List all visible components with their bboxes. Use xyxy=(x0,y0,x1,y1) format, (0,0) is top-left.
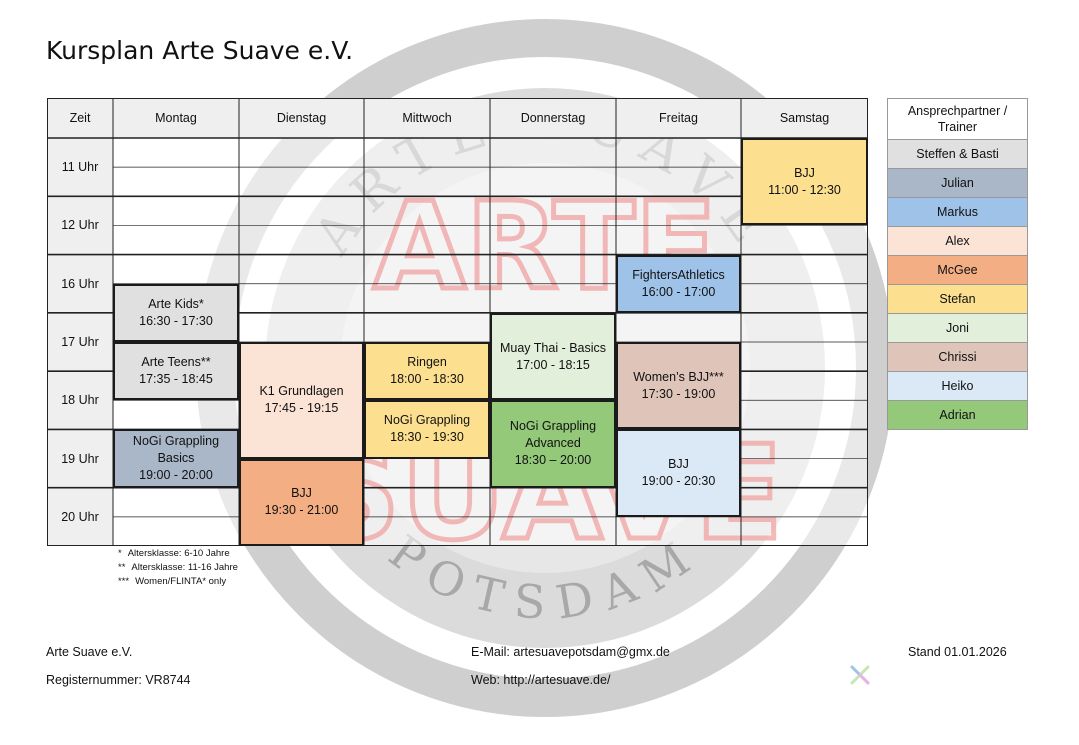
course-name: BJJ xyxy=(794,165,815,180)
course-block: FightersAthletics 16:00 - 17:00 xyxy=(616,254,741,313)
course-block: NoGi Grappling 18:30 - 19:30 xyxy=(364,400,490,459)
legend-item: Joni xyxy=(887,314,1028,343)
footnote-text: Altersklasse: 11-16 Jahre xyxy=(131,562,238,573)
course-name: Arte Kids* xyxy=(148,296,204,311)
footnote-text: Altersklasse: 6-10 Jahre xyxy=(127,548,230,559)
course-time: 16:00 - 17:00 xyxy=(641,284,716,299)
course-time: 18:30 – 20:00 xyxy=(514,453,592,468)
course-name: Women’s BJJ*** xyxy=(633,369,724,384)
legend-item: Julian xyxy=(887,169,1028,198)
footer-stand: Stand 01.01.2026 xyxy=(908,645,1007,659)
schedule-table: Zeit Montag Dienstag Mittwoch Donnerstag Frei… xyxy=(47,98,868,546)
course-time: 16:30 - 17:30 xyxy=(139,313,213,328)
course-time: 19:00 - 20:30 xyxy=(641,474,716,489)
legend-item: McGee xyxy=(887,256,1028,285)
course-time: 18:00 - 18:30 xyxy=(390,372,464,387)
hour-label: 11 Uhr xyxy=(61,160,99,175)
course-name: Ringen xyxy=(407,355,447,370)
footnote-mark: * xyxy=(118,548,122,559)
header-day-donnerstag: Donnerstag xyxy=(520,111,586,125)
footer-org: Arte Suave e.V. xyxy=(46,645,133,659)
course-time: 18:30 - 19:30 xyxy=(390,430,464,445)
course-name: FightersAthletics xyxy=(632,267,725,282)
course-name: Muay Thai - Basics xyxy=(499,340,607,355)
hour-label: 18 Uhr xyxy=(61,393,99,408)
course-block: BJJ 19:30 - 21:00 xyxy=(239,458,364,546)
course-time: 17:35 - 18:45 xyxy=(139,372,213,387)
footnote: * Altersklasse: 6-10 Jahre xyxy=(118,547,238,561)
course-time: 17:00 - 18:15 xyxy=(516,357,590,372)
footnote: *** Women/FLINTA* only xyxy=(118,575,238,589)
page-title: Kursplan Arte Suave e.V. xyxy=(46,36,354,65)
hour-label: 19 Uhr xyxy=(61,451,99,466)
course-name: NoGi Grappling xyxy=(132,434,220,449)
course-block: Muay Thai - Basics 17:00 - 18:15 xyxy=(490,312,616,401)
course-name: BJJ xyxy=(291,486,312,501)
legend-item: Stefan xyxy=(887,285,1028,314)
course-time: 17:45 - 19:15 xyxy=(264,401,339,416)
course-name: K1 Grundlagen xyxy=(259,384,344,399)
legend-header: Ansprechpartner / Trainer xyxy=(887,98,1028,140)
course-time: 11:00 - 12:30 xyxy=(768,182,841,197)
legend-item: Steffen & Basti xyxy=(887,140,1028,169)
course-name: NoGi Grappling xyxy=(509,419,597,434)
hour-label: 12 Uhr xyxy=(61,218,99,233)
course-name: Basics xyxy=(157,451,195,466)
legend-item: Alex xyxy=(887,227,1028,256)
x-logo-icon xyxy=(850,665,870,685)
header-day-mittwoch: Mittwoch xyxy=(402,111,452,125)
course-time: 19:00 - 20:00 xyxy=(139,468,213,483)
course-block: K1 Grundlagen 17:45 - 19:15 xyxy=(239,342,364,459)
footer-web: Web: http://artesuave.de/ xyxy=(471,673,611,687)
footnote-text: Women/FLINTA* only xyxy=(135,576,227,587)
course-block: Arte Kids* 16:30 - 17:30 xyxy=(113,283,239,342)
course-time: 19:30 - 21:00 xyxy=(264,503,339,518)
footnote: ** Altersklasse: 11-16 Jahre xyxy=(118,561,238,575)
time-column-bg xyxy=(47,98,113,546)
course-name: Arte Teens** xyxy=(141,355,211,370)
course-time: 17:30 - 19:00 xyxy=(641,386,716,401)
course-name: BJJ xyxy=(668,457,689,472)
course-block: Ringen 18:00 - 18:30 xyxy=(364,342,490,401)
hour-label: 16 Uhr xyxy=(61,276,99,291)
hour-label: 20 Uhr xyxy=(61,509,99,524)
footer-register: Registernummer: VR8744 xyxy=(46,673,191,687)
hour-label: 17 Uhr xyxy=(61,334,99,349)
footnote-mark: *** xyxy=(118,576,130,587)
course-name: NoGi Grappling xyxy=(383,413,471,428)
course-block: BJJ 19:00 - 20:30 xyxy=(616,429,741,517)
course-block: BJJ 11:00 - 12:30 xyxy=(741,138,868,226)
legend-item: Markus xyxy=(887,198,1028,227)
legend-item: Chrissi xyxy=(887,343,1028,372)
header-day-samstag: Samstag xyxy=(779,111,830,125)
trainer-legend: Ansprechpartner / Trainer Steffen & Bast… xyxy=(887,98,1028,430)
header-day-dienstag: Dienstag xyxy=(276,111,327,125)
footnote-mark: ** xyxy=(118,562,126,573)
course-block: Women’s BJJ*** 17:30 - 19:00 xyxy=(616,342,741,430)
legend-item: Adrian xyxy=(887,401,1028,430)
footer-email: E-Mail: artesuavepotsdam@gmx.de xyxy=(471,645,670,659)
header-day-montag: Montag xyxy=(155,111,197,125)
header-day-freitag: Freitag xyxy=(659,111,698,125)
header-time: Zeit xyxy=(69,111,91,125)
footnotes: * Altersklasse: 6-10 Jahre** Altersklasse:… xyxy=(118,547,238,589)
course-name: Advanced xyxy=(525,436,581,451)
course-block: Arte Teens** 17:35 - 18:45 xyxy=(113,342,239,401)
legend-item: Heiko xyxy=(887,372,1028,401)
